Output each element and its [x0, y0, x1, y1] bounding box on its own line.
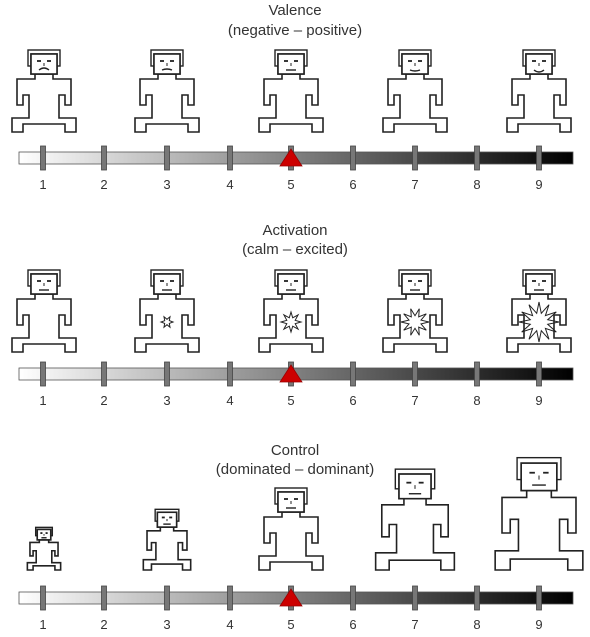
tick-label-9: 9	[535, 617, 542, 632]
moderately-aroused-figure	[258, 269, 324, 353]
tick-mark-8[interactable]	[474, 585, 480, 611]
tick-label-7: 7	[411, 617, 418, 632]
tick-mark-3[interactable]	[164, 145, 170, 171]
largest-figure	[494, 456, 584, 571]
slightly-sad-face-figure	[134, 49, 200, 133]
tick-mark-1[interactable]	[40, 361, 46, 387]
aroused-figure	[382, 269, 448, 353]
happy-face-figure	[506, 49, 572, 133]
tick-mark-8[interactable]	[474, 361, 480, 387]
tick-mark-7[interactable]	[412, 361, 418, 387]
medium-figure	[258, 487, 324, 571]
tick-label-7: 7	[411, 177, 418, 192]
tick-mark-1[interactable]	[40, 145, 46, 171]
tick-label-2: 2	[100, 617, 107, 632]
tick-mark-2[interactable]	[101, 145, 107, 171]
tick-label-3: 3	[163, 177, 170, 192]
slightly-aroused-figure	[134, 269, 200, 353]
tick-label-7: 7	[411, 393, 418, 408]
tick-label-5: 5	[287, 177, 294, 192]
small-figure	[142, 508, 192, 571]
tick-mark-9[interactable]	[536, 585, 542, 611]
tick-mark-6[interactable]	[350, 145, 356, 171]
tick-label-5: 5	[287, 393, 294, 408]
tick-label-1: 1	[39, 177, 46, 192]
tick-label-9: 9	[535, 393, 542, 408]
tick-mark-6[interactable]	[350, 585, 356, 611]
valence-subtitle: (negative – positive)	[227, 22, 363, 39]
highly-excited-figure	[506, 269, 572, 353]
selected-marker[interactable]	[279, 588, 303, 607]
tick-label-2: 2	[100, 177, 107, 192]
neutral-face-figure	[258, 49, 324, 133]
tick-label-9: 9	[535, 177, 542, 192]
tick-label-4: 4	[226, 177, 233, 192]
activation-subtitle: (calm – excited)	[242, 241, 348, 258]
tick-label-4: 4	[226, 393, 233, 408]
tick-mark-4[interactable]	[227, 145, 233, 171]
tick-mark-3[interactable]	[164, 361, 170, 387]
tick-mark-7[interactable]	[412, 145, 418, 171]
control-subtitle: (dominated – dominant)	[215, 461, 375, 478]
tick-mark-2[interactable]	[101, 585, 107, 611]
tick-label-6: 6	[349, 177, 356, 192]
tick-mark-7[interactable]	[412, 585, 418, 611]
selected-marker[interactable]	[279, 148, 303, 167]
tick-mark-9[interactable]	[536, 361, 542, 387]
control-title: Control	[270, 442, 320, 459]
tick-label-8: 8	[473, 617, 480, 632]
tick-label-2: 2	[100, 393, 107, 408]
tick-mark-6[interactable]	[350, 361, 356, 387]
tick-label-1: 1	[39, 617, 46, 632]
tick-label-4: 4	[226, 617, 233, 632]
tick-label-5: 5	[287, 617, 294, 632]
slightly-happy-face-figure	[382, 49, 448, 133]
smallest-figure	[26, 526, 62, 571]
tick-label-6: 6	[349, 393, 356, 408]
tick-mark-8[interactable]	[474, 145, 480, 171]
activation-title: Activation	[262, 222, 328, 239]
tick-mark-9[interactable]	[536, 145, 542, 171]
tick-mark-2[interactable]	[101, 361, 107, 387]
calm-figure	[11, 269, 77, 353]
sad-face-figure	[11, 49, 77, 133]
tick-label-6: 6	[349, 617, 356, 632]
tick-label-3: 3	[163, 393, 170, 408]
tick-mark-3[interactable]	[164, 585, 170, 611]
tick-mark-4[interactable]	[227, 361, 233, 387]
tick-label-3: 3	[163, 617, 170, 632]
large-figure	[374, 468, 456, 571]
tick-mark-4[interactable]	[227, 585, 233, 611]
valence-title: Valence	[268, 2, 322, 19]
tick-label-8: 8	[473, 177, 480, 192]
tick-label-8: 8	[473, 393, 480, 408]
tick-mark-1[interactable]	[40, 585, 46, 611]
selected-marker[interactable]	[279, 364, 303, 383]
tick-label-1: 1	[39, 393, 46, 408]
